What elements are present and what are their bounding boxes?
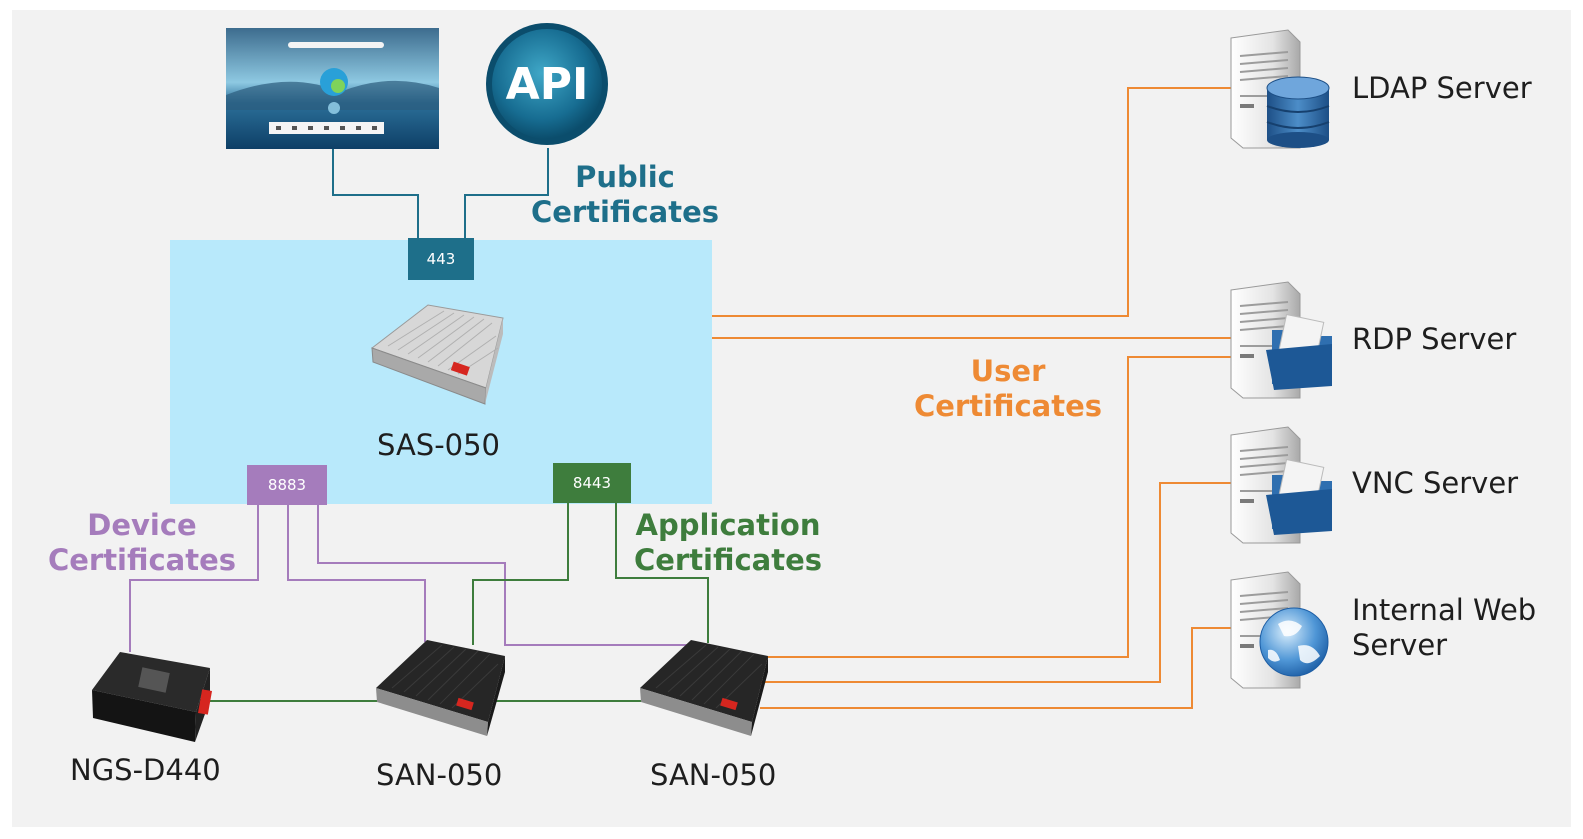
user-label-line2: Certificates: [913, 389, 1103, 423]
public-certificate-links: [332, 148, 549, 240]
sas-050-appliance-icon: [370, 304, 504, 405]
public-certificates-label: Public Certificates: [530, 160, 720, 230]
vnc-server-label: VNC Server: [1352, 466, 1519, 500]
port-443-badge: 443: [408, 238, 474, 280]
application-label-line2: Certificates: [633, 543, 823, 577]
ngs-d440-label: NGS-D440: [70, 753, 221, 787]
device-label-line2: Certificates: [47, 543, 237, 577]
public-label-line1: Public: [575, 160, 675, 194]
san-050-device-2-icon: [640, 640, 768, 736]
san-050-device-1-icon: [376, 640, 505, 736]
web-server-label-line1: Internal Web: [1352, 593, 1537, 627]
public-label-line2: Certificates: [530, 195, 720, 229]
device-label-line1: Device: [87, 508, 197, 542]
device-certificates-label: Device Certificates: [46, 508, 238, 578]
web-server-icon: [1230, 571, 1329, 689]
browser-window-icon: [226, 28, 439, 149]
san-050-label-2: SAN-050: [650, 758, 777, 792]
api-icon: API: [486, 23, 608, 145]
ldap-server-label: LDAP Server: [1352, 71, 1532, 105]
user-label-line1: User: [970, 354, 1046, 388]
application-label-line1: Application: [635, 508, 821, 542]
port-8443-badge: 8443: [553, 463, 631, 503]
web-server-label-line2: Server: [1352, 628, 1448, 662]
port-8883-badge: 8883: [247, 465, 327, 505]
ldap-server-icon: [1230, 29, 1330, 149]
sas-050-label: SAS-050: [377, 428, 501, 462]
san-050-label-1: SAN-050: [376, 758, 503, 792]
rdp-server-label: RDP Server: [1352, 322, 1517, 356]
user-certificates-label: User Certificates: [912, 354, 1104, 424]
rdp-server-icon: [1230, 281, 1332, 399]
vnc-server-icon: [1230, 426, 1332, 544]
api-label: API: [506, 59, 589, 110]
application-certificate-links: [210, 502, 709, 702]
user-certificate-links: [712, 87, 1232, 709]
device-certificate-links: [129, 504, 705, 652]
ngs-d440-device-icon: [92, 652, 213, 742]
application-certificates-label: Application Certificates: [632, 508, 824, 578]
